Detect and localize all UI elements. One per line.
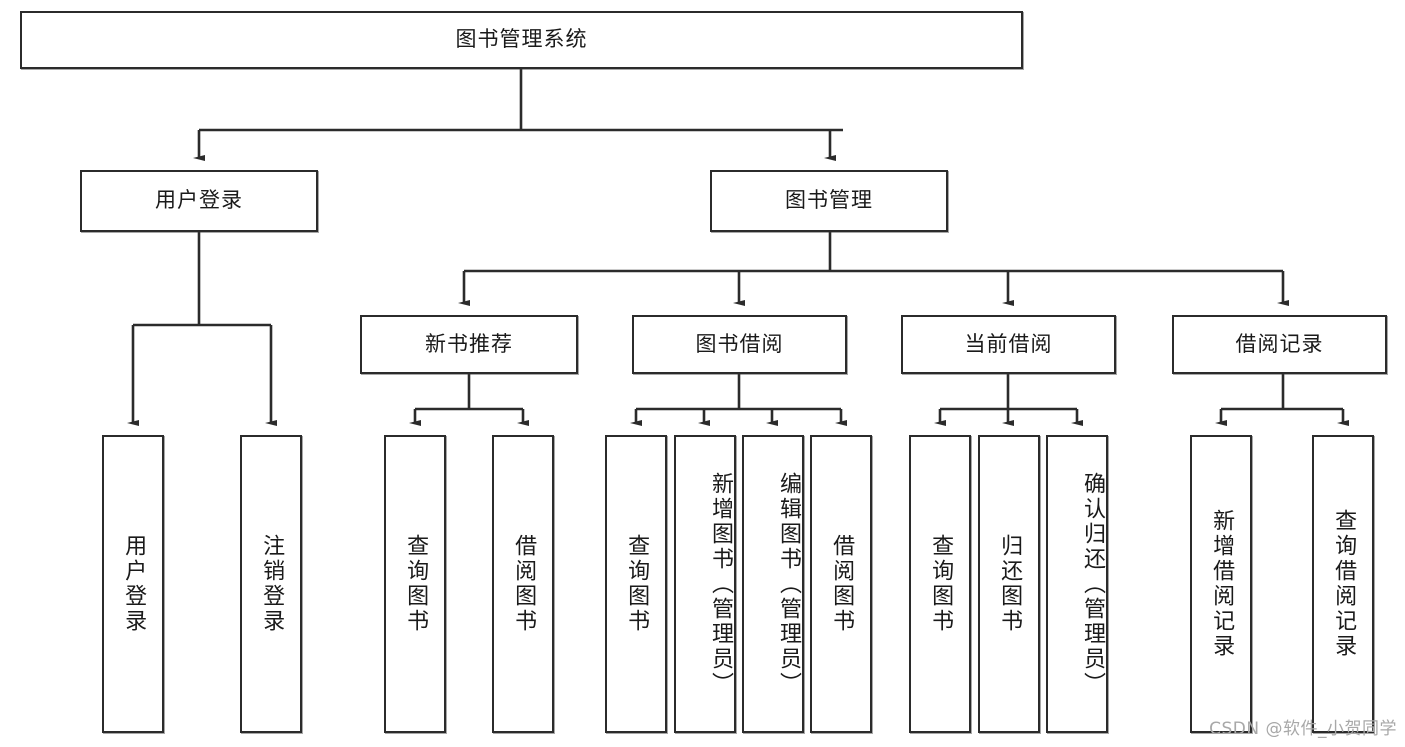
node-leaf-cur-query-book[interactable]: 查询图书 bbox=[909, 435, 971, 733]
node-leaf-borrow-edit-book-admin[interactable]: 编辑图书（管理员） bbox=[742, 435, 804, 733]
node-label: 注销登录 bbox=[259, 534, 285, 634]
node-label: 新增图书（管理员） bbox=[708, 471, 733, 697]
node-borrow-record[interactable]: 借阅记录 bbox=[1172, 315, 1387, 374]
node-label: 图书管理系统 bbox=[455, 27, 588, 52]
node-label: 查询图书 bbox=[928, 534, 954, 634]
node-label: 查询图书 bbox=[624, 534, 650, 634]
node-leaf-user-logout[interactable]: 注销登录 bbox=[240, 435, 302, 733]
node-label: 查询图书 bbox=[403, 534, 429, 634]
node-label: 确认归还（管理员） bbox=[1080, 471, 1105, 697]
node-new-book-recommendation[interactable]: 新书推荐 bbox=[360, 315, 578, 374]
node-leaf-borrow-book[interactable]: 借阅图书 bbox=[810, 435, 872, 733]
node-leaf-cur-return-book[interactable]: 归还图书 bbox=[978, 435, 1040, 733]
node-leaf-rec-query-book[interactable]: 查询图书 bbox=[384, 435, 446, 733]
node-label: 图书管理 bbox=[785, 188, 873, 213]
node-label: 借阅记录 bbox=[1235, 331, 1324, 356]
node-book-borrow[interactable]: 图书借阅 bbox=[632, 315, 847, 374]
node-user-login[interactable]: 用户登录 bbox=[80, 170, 318, 232]
node-label: 当前借阅 bbox=[964, 331, 1053, 356]
node-label: 新增借阅记录 bbox=[1209, 509, 1235, 659]
node-leaf-rec-borrow-book[interactable]: 借阅图书 bbox=[492, 435, 554, 733]
node-label: 查询借阅记录 bbox=[1331, 509, 1357, 659]
node-leaf-borrow-add-book-admin[interactable]: 新增图书（管理员） bbox=[674, 435, 736, 733]
node-label: 新书推荐 bbox=[425, 331, 513, 356]
node-leaf-borrow-query-book[interactable]: 查询图书 bbox=[605, 435, 667, 733]
node-label: 用户登录 bbox=[155, 188, 243, 213]
node-label: 借阅图书 bbox=[829, 534, 855, 634]
node-label: 图书借阅 bbox=[695, 331, 784, 356]
node-leaf-add-borrow-record[interactable]: 新增借阅记录 bbox=[1190, 435, 1252, 733]
node-leaf-user-login[interactable]: 用户登录 bbox=[102, 435, 164, 733]
node-root-book-management-system[interactable]: 图书管理系统 bbox=[20, 11, 1023, 69]
node-current-borrow[interactable]: 当前借阅 bbox=[901, 315, 1116, 374]
node-label: 归还图书 bbox=[997, 534, 1023, 634]
node-label: 用户登录 bbox=[121, 534, 147, 634]
csdn-watermark: CSDN @软件_小贺同学 bbox=[1209, 719, 1397, 739]
node-leaf-cur-confirm-return-admin[interactable]: 确认归还（管理员） bbox=[1046, 435, 1108, 733]
node-book-management[interactable]: 图书管理 bbox=[710, 170, 948, 232]
node-label: 编辑图书（管理员） bbox=[776, 471, 801, 697]
node-leaf-query-borrow-record[interactable]: 查询借阅记录 bbox=[1312, 435, 1374, 733]
node-label: 借阅图书 bbox=[511, 534, 537, 634]
